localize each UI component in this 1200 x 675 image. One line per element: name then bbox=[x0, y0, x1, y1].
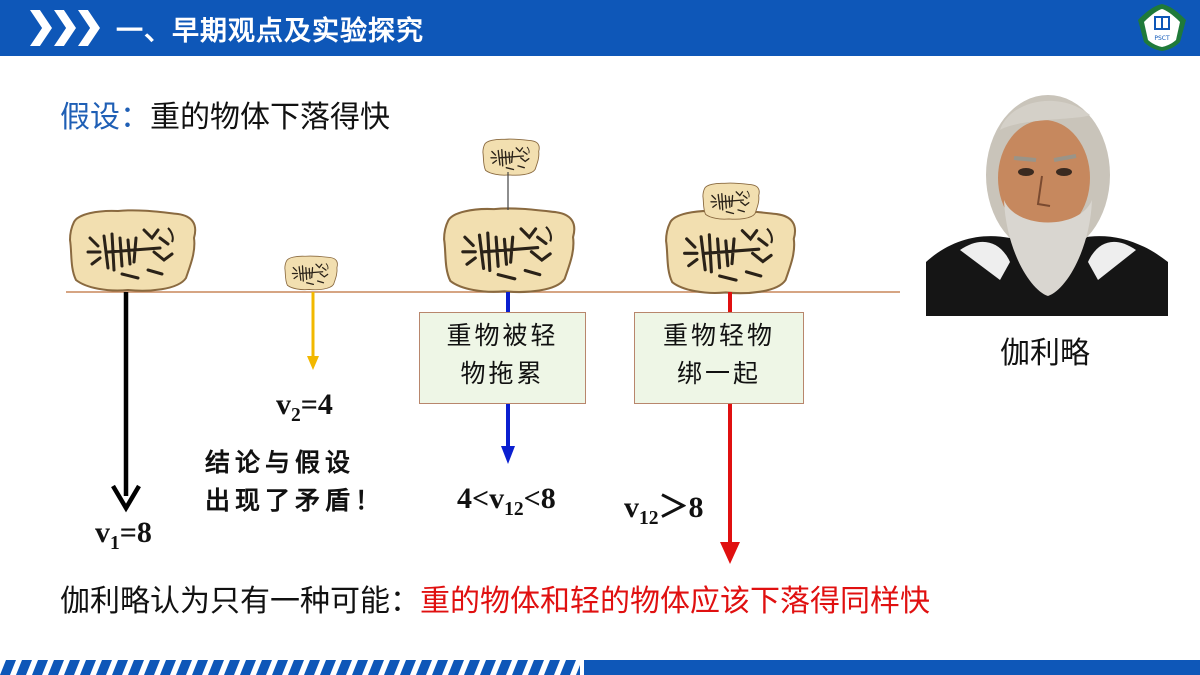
arrow-v12b-head bbox=[720, 542, 740, 564]
contradiction-note: 结论与假设 出现了矛盾！ bbox=[205, 448, 386, 515]
light-stone-icon bbox=[482, 138, 540, 176]
galileo-portrait-image bbox=[926, 92, 1168, 316]
conclusion: 伽利略认为只有一种可能：重的物体和轻的物体应该下落得同样快 bbox=[60, 576, 930, 620]
school-logo-icon: PSCT bbox=[1138, 4, 1186, 51]
v12-greater-label: v12＞8 bbox=[624, 491, 704, 529]
heavy-stone-icon bbox=[68, 208, 197, 293]
tied-together-box: 重物轻物 绑一起 bbox=[634, 312, 804, 404]
v2-label: v2=4 bbox=[276, 388, 333, 426]
arrow-v1-head bbox=[111, 484, 141, 513]
v1-label: v1=8 bbox=[95, 516, 152, 554]
portrait-caption: 伽利略 bbox=[1000, 336, 1090, 371]
arrow-v2-head bbox=[307, 356, 319, 370]
light-stone-icon bbox=[284, 255, 339, 291]
heavy-stone-icon bbox=[442, 206, 576, 294]
light-stone-icon bbox=[702, 182, 760, 220]
heavy-stone-icon bbox=[664, 208, 797, 295]
page-title: 一、早期观点及实验探究 bbox=[116, 16, 424, 47]
arrow-v12a-head bbox=[501, 446, 515, 464]
conclusion-highlight: 重的物体和轻的物体应该下落得同样快 bbox=[420, 584, 930, 619]
footer-stripe-bar bbox=[0, 660, 1200, 675]
hypothesis-text: 重的物体下落得快 bbox=[150, 100, 390, 135]
header-bar: 一、早期观点及实验探究 PSCT bbox=[0, 0, 1200, 56]
conclusion-prefix: 伽利略认为只有一种可能： bbox=[60, 584, 420, 619]
v12-range-label: 4<v12<8 bbox=[457, 482, 556, 520]
hypothesis-label: 假设： bbox=[60, 100, 150, 135]
hypothesis: 假设：重的物体下落得快 bbox=[60, 92, 390, 136]
dragged-by-light-box: 重物被轻 物拖累 bbox=[419, 312, 586, 404]
logo-text: PSCT bbox=[1154, 35, 1170, 42]
